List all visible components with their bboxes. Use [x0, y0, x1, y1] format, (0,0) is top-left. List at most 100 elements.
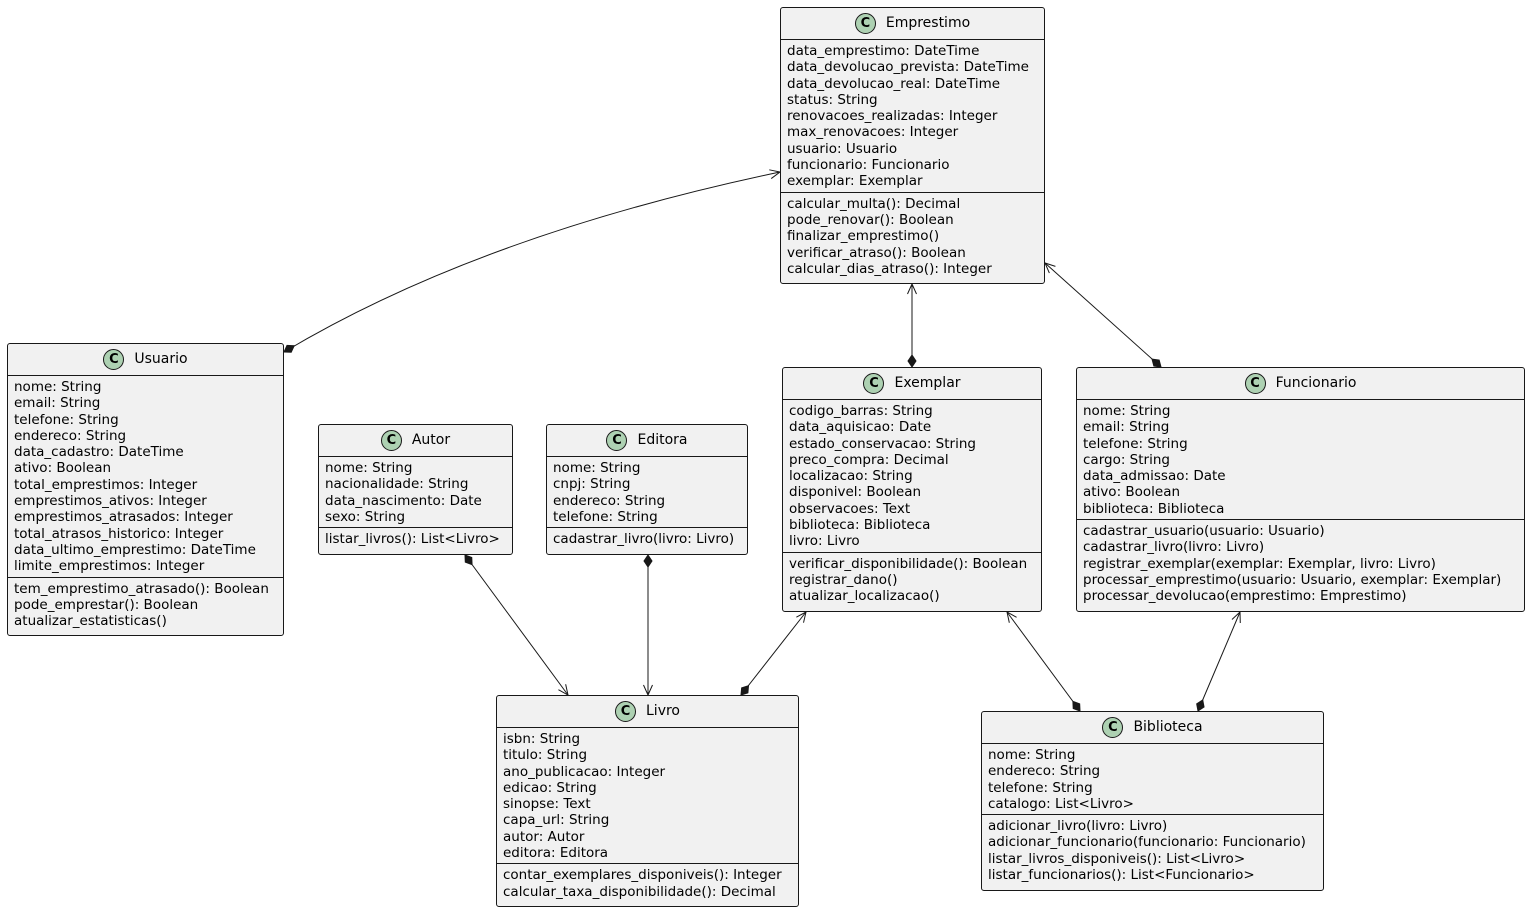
- method: finalizar_emprestimo(): [787, 228, 940, 245]
- attribute: data_admissao: Date: [1083, 468, 1226, 485]
- method: pode_renovar(): Boolean: [787, 211, 954, 228]
- attribute: nome: String: [14, 379, 102, 395]
- class-name: Usuario: [134, 351, 188, 368]
- attribute: funcionario: Funcionario: [787, 157, 950, 174]
- attribute: data_devolucao_real: DateTime: [787, 75, 1001, 92]
- attribute: nacionalidade: String: [325, 476, 469, 493]
- attribute: renovacoes_realizadas: Integer: [787, 108, 998, 125]
- attribute: livro: Livro: [789, 533, 860, 550]
- method: calcular_taxa_disponibilidade(): Decimal: [503, 883, 776, 900]
- methods-compartment: adicionar_livro(livro: Livro)adicionar_f…: [982, 815, 1323, 886]
- attribute: data_aquisicao: Date: [789, 419, 932, 436]
- attribute: email: String: [14, 395, 101, 412]
- attribute: editora: Editora: [503, 845, 609, 862]
- attribute: telefone: String: [553, 508, 658, 525]
- attribute: data_ultimo_emprestimo: DateTime: [14, 541, 256, 558]
- attribute: data_nascimento: Date: [325, 492, 482, 509]
- relation-editora-livro: [643, 554, 653, 697]
- class-stereotype-icon: C: [606, 430, 628, 451]
- class-name: Editora: [637, 432, 688, 449]
- class-name: Funcionario: [1275, 375, 1357, 392]
- attribute: data_emprestimo: DateTime: [787, 43, 980, 59]
- relation-line: [740, 611, 807, 696]
- method: registrar_dano(): [789, 571, 898, 588]
- method: listar_livros_disponiveis(): List<Livro>: [988, 850, 1246, 867]
- relation-livro-exemplar: [740, 611, 807, 696]
- class-name: Livro: [646, 703, 680, 720]
- class-stereotype-icon: C: [103, 349, 125, 370]
- method: verificar_atraso(): Boolean: [787, 244, 966, 261]
- attribute: ano_publicacao: Integer: [503, 763, 666, 780]
- attributes-compartment: data_emprestimo: DateTime data_devolucao_…: [781, 40, 1044, 193]
- class-stereotype-icon: C: [854, 13, 876, 34]
- attribute: capa_url: String: [503, 812, 610, 829]
- attribute: ativo: Boolean: [1083, 484, 1181, 501]
- class-name: Autor: [411, 432, 451, 449]
- attribute: data_cadastro: DateTime: [14, 444, 184, 461]
- arrowhead-icon: [1044, 262, 1056, 274]
- method: verificar_disponibilidade(): Boolean: [789, 555, 1028, 572]
- composition-diamond-icon: [1196, 699, 1205, 712]
- attribute: biblioteca: Biblioteca: [1083, 500, 1225, 517]
- method: calcular_dias_atraso(): Integer: [787, 260, 992, 277]
- method: cadastrar_livro(livro: Livro): [1083, 539, 1265, 556]
- method: processar_emprestimo(usuario: Usuario, e…: [1083, 571, 1502, 588]
- relation-biblioteca-exemplar: [1006, 611, 1081, 712]
- relation-line: [1006, 611, 1081, 712]
- relation-usuario-emprestimo: [283, 169, 782, 353]
- arrowhead-icon: [796, 611, 807, 623]
- attribute: localizacao: String: [789, 468, 913, 485]
- attribute: codigo_barras: String: [789, 403, 933, 419]
- attribute: nome: String: [553, 460, 641, 476]
- method: contar_exemplares_disponiveis(): Integer: [503, 867, 782, 884]
- composition-diamond-icon: [283, 344, 295, 353]
- attribute: exemplar: Exemplar: [787, 173, 923, 190]
- attribute: endereco: String: [988, 763, 1101, 780]
- attribute: nome: String: [1083, 403, 1171, 419]
- attribute: total_emprestimos: Integer: [14, 476, 198, 493]
- attribute: endereco: String: [553, 492, 666, 509]
- method: atualizar_localizacao(): [789, 588, 940, 605]
- class-stereotype-icon: C: [863, 373, 885, 394]
- arrowhead-icon: [907, 282, 917, 295]
- attribute: nome: String: [988, 747, 1076, 763]
- composition-diamond-icon: [740, 684, 750, 696]
- method: cadastrar_livro(livro: Livro): [553, 531, 735, 548]
- attribute: catalogo: List<Livro>: [988, 795, 1134, 812]
- method: adicionar_funcionario(funcionario: Funci…: [988, 834, 1306, 851]
- arrowhead-icon: [1231, 610, 1241, 623]
- relation-line: [283, 171, 781, 353]
- attribute: sexo: String: [325, 508, 406, 525]
- method: pode_emprestar(): Boolean: [14, 596, 199, 613]
- attribute: cargo: String: [1083, 451, 1170, 468]
- class-stereotype-icon: C: [1244, 373, 1266, 394]
- methods-compartment: cadastrar_livro(livro: Livro): [547, 528, 747, 550]
- class-header: C Livro: [497, 696, 798, 728]
- composition-diamond-icon: [1072, 700, 1081, 712]
- attribute: sinopse: Text: [503, 796, 591, 813]
- attribute: telefone: String: [988, 779, 1093, 796]
- composition-diamond-icon: [464, 554, 473, 566]
- attribute: emprestimos_ativos: Integer: [14, 493, 207, 510]
- method: listar_funcionarios(): List<Funcionario>: [988, 867, 1255, 884]
- attribute: preco_compra: Decimal: [789, 451, 949, 468]
- class-name: Biblioteca: [1133, 719, 1203, 736]
- relation-line: [1197, 611, 1241, 712]
- class-stereotype-icon: C: [615, 701, 636, 722]
- relation-autor-livro: [464, 554, 569, 696]
